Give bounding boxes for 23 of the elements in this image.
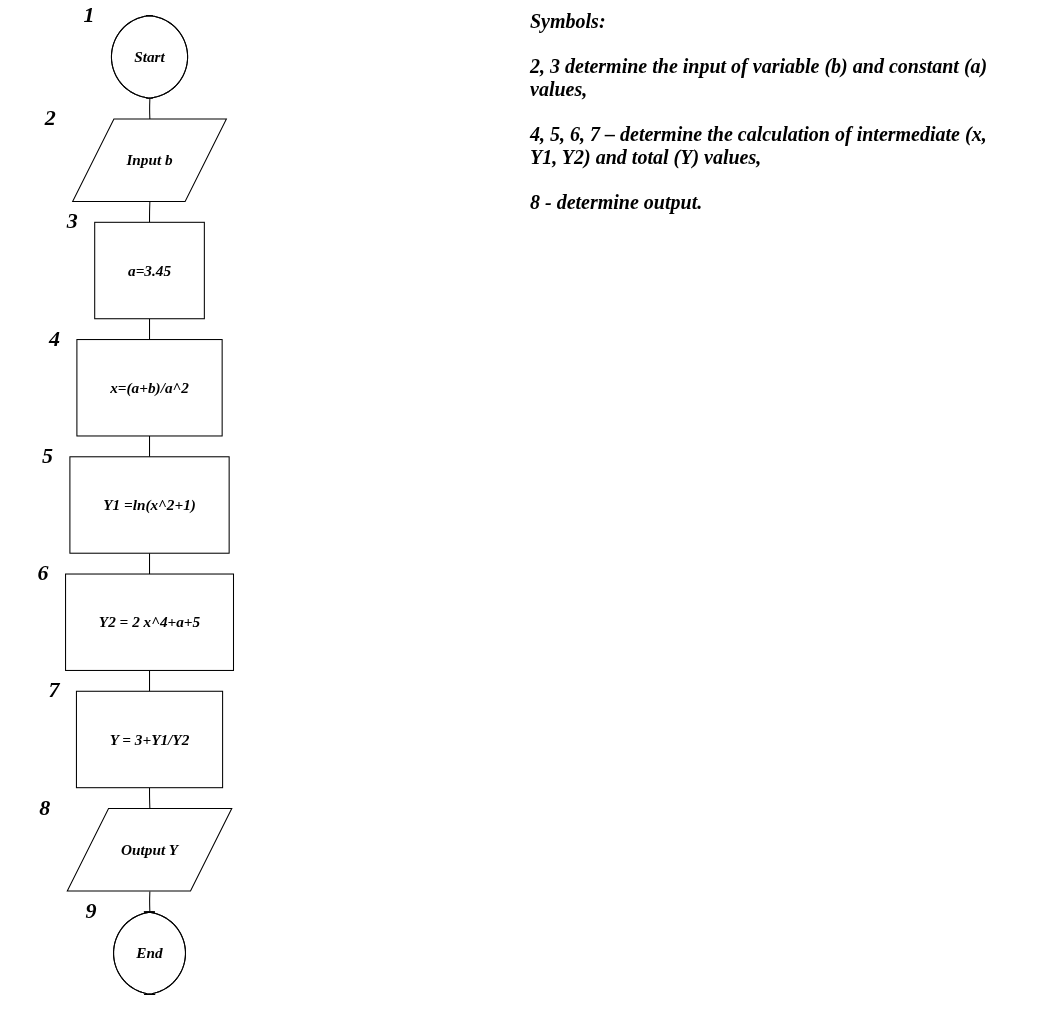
node-box: x=(a+b)/a^2 — [76, 339, 223, 437]
node-box: Y1 =ln(x^2+1) — [69, 456, 230, 554]
connector — [149, 435, 151, 458]
step-number: 9 — [85, 897, 97, 924]
step-number: 4 — [48, 325, 60, 352]
connector — [149, 318, 151, 341]
note-text: 2, 3 determine the input of variable (b) and constant (a) values, — [530, 55, 989, 101]
node-box: a=3.45 — [94, 221, 205, 320]
step-number: 8 — [39, 794, 51, 821]
note-text: 8 - determine output. — [530, 191, 704, 214]
node-box: Y = 3+Y1/Y2 — [75, 690, 224, 789]
step-number: 6 — [37, 560, 49, 586]
step-number: 2 — [44, 104, 56, 131]
note-text: Symbols: — [530, 10, 607, 33]
node-box: Y2 = 2 x^4+a+5 — [65, 573, 234, 671]
step-number: 7 — [48, 677, 60, 704]
connector — [149, 552, 151, 575]
note-text: 4, 5, 6, 7 – determine the calculation of intermediate (x, Y1, Y2) and total (Y) values, — [530, 123, 988, 169]
step-number: 3 — [66, 208, 78, 235]
connector — [149, 669, 151, 692]
step-number: 1 — [83, 1, 95, 28]
connector — [149, 201, 151, 223]
step-number: 5 — [41, 442, 53, 469]
